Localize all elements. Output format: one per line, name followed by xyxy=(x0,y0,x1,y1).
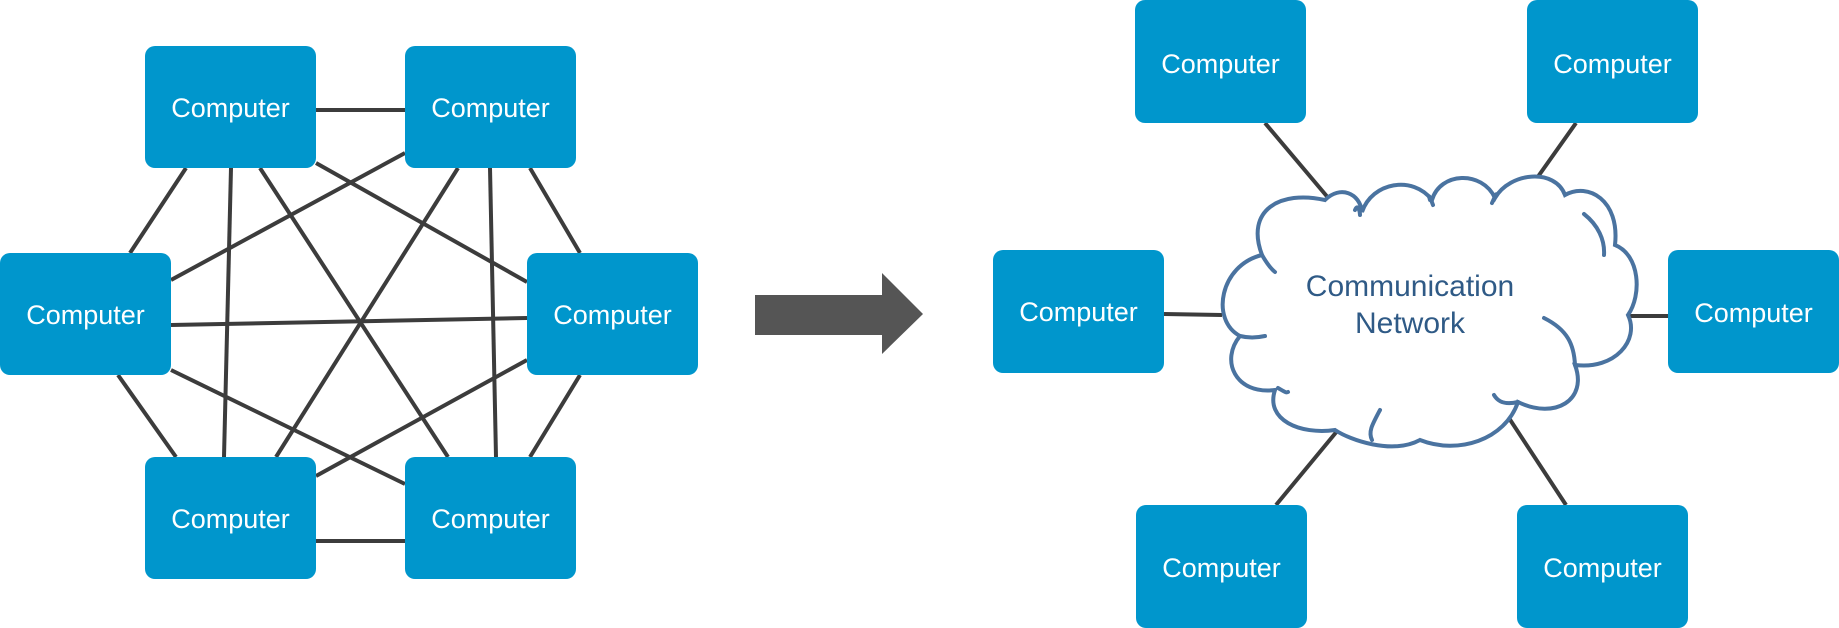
edge-n3-n5 xyxy=(116,373,178,459)
mesh-node-n4: Computer xyxy=(527,253,698,375)
edge-n2-n4 xyxy=(528,166,582,255)
mesh-node-n5: Computer xyxy=(145,457,316,579)
computer-label: Computer xyxy=(1162,553,1281,583)
edge-n1-n5 xyxy=(222,167,233,458)
computer-label: Computer xyxy=(1161,49,1280,79)
mesh-node-n2: Computer xyxy=(405,46,576,168)
computer-label: Computer xyxy=(26,300,145,330)
spoke-r1 xyxy=(1263,121,1332,202)
computer-box xyxy=(1136,505,1307,628)
computer-box xyxy=(1517,505,1688,628)
computer-box xyxy=(527,253,698,375)
cloud-bump-detail-8 xyxy=(1276,386,1290,395)
mesh-node-n1: Computer xyxy=(145,46,316,168)
cloud-bump-detail-2 xyxy=(1427,194,1435,207)
cloud-bump-detail-3 xyxy=(1490,192,1498,205)
mesh-edges xyxy=(116,108,582,543)
edge-n2-n6 xyxy=(488,167,498,458)
network-node-r2: Computer xyxy=(1527,0,1698,123)
computer-label: Computer xyxy=(171,93,290,123)
spoke-r5 xyxy=(1274,428,1340,507)
mesh-diagram: Computer Computer Computer Computer Comp… xyxy=(0,46,698,579)
computer-label: Computer xyxy=(171,504,290,534)
computer-box xyxy=(405,457,576,579)
spoke-r6 xyxy=(1503,410,1568,507)
spoke-r2 xyxy=(1535,121,1578,180)
edge-n4-n5 xyxy=(315,358,528,478)
computer-box xyxy=(405,46,576,168)
computer-box xyxy=(1135,0,1306,123)
cloud-bump-detail-1 xyxy=(1353,205,1362,217)
computer-box xyxy=(145,46,316,168)
mesh-node-n3: Computer xyxy=(0,253,171,375)
cloud-bump-detail-4 xyxy=(1582,212,1607,257)
cloud-bump-detail-5 xyxy=(1542,316,1577,367)
arrow-right-icon xyxy=(755,273,923,354)
computer-label: Computer xyxy=(1543,553,1662,583)
edge-n1-n6 xyxy=(258,166,450,459)
network-diagram: Communication Network Computer Computer … xyxy=(993,0,1839,628)
edge-n2-n5 xyxy=(274,166,460,459)
computer-label: Computer xyxy=(1694,298,1813,328)
cloud-bump-detail-10 xyxy=(1260,253,1277,274)
computer-box xyxy=(1527,0,1698,123)
cloud-bump-detail-6 xyxy=(1492,393,1520,406)
cloud-label-line2: Network xyxy=(1355,307,1466,340)
mesh-node-n6: Computer xyxy=(405,457,576,579)
network-node-r5: Computer xyxy=(1136,505,1307,628)
spoke-r3 xyxy=(1163,312,1223,317)
computer-label: Computer xyxy=(1019,297,1138,327)
edge-n3-n4 xyxy=(170,316,528,327)
computer-label: Computer xyxy=(431,93,550,123)
computer-box xyxy=(0,253,171,375)
edge-n3-n6 xyxy=(170,368,406,486)
network-node-r1: Computer xyxy=(1135,0,1306,123)
cloud-label-line1: Communication xyxy=(1306,270,1514,303)
computer-label: Computer xyxy=(1553,49,1672,79)
cloud-bump-detail-7 xyxy=(1368,408,1382,442)
computer-box xyxy=(145,457,316,579)
cloud-bump-detail-9 xyxy=(1238,334,1267,340)
computer-label: Computer xyxy=(431,504,550,534)
network-node-r6: Computer xyxy=(1517,505,1688,628)
edge-n1-n3 xyxy=(128,166,188,255)
network-node-r3: Computer xyxy=(993,250,1164,373)
edge-n2-n3 xyxy=(170,151,406,282)
edge-n4-n6 xyxy=(528,373,582,459)
network-spokes xyxy=(1163,121,1669,507)
cloud-outline xyxy=(1220,174,1639,449)
computer-box xyxy=(993,250,1164,373)
network-node-r4: Computer xyxy=(1668,250,1839,373)
computer-box xyxy=(1668,250,1839,373)
cloud-shape xyxy=(1220,174,1639,449)
computer-label: Computer xyxy=(553,300,672,330)
